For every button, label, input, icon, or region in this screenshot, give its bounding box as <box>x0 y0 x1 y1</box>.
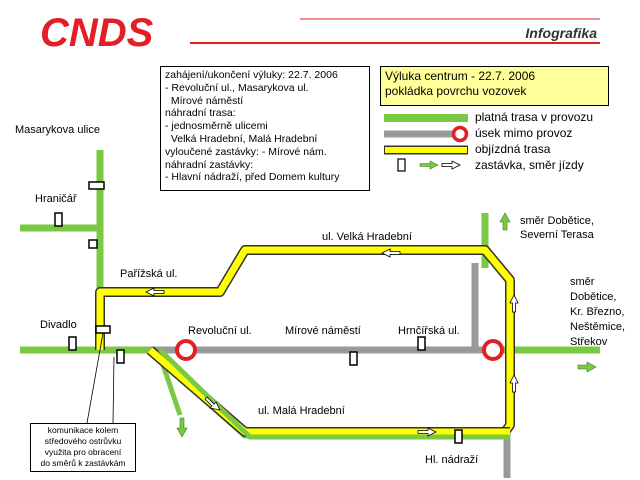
detour-fill-north <box>96 246 514 435</box>
legend-green-arrow <box>419 160 439 170</box>
cnds-logo: CNDS <box>40 11 154 55</box>
legend-white-arrow <box>441 160 461 170</box>
label-hl-nadrazi: Hl. nádraží <box>425 454 478 466</box>
detour-arrows <box>145 248 519 437</box>
label-mala: ul. Malá Hradební <box>258 405 345 417</box>
note-pointer-2 <box>112 356 115 424</box>
label-hranicar: Hraničář <box>35 193 77 205</box>
label-dir-east-5: Střekov <box>570 336 608 348</box>
label-velka: ul. Velká Hradební <box>322 231 412 243</box>
note-box: komunikace kolem středového ostrůvku vyu… <box>30 423 136 472</box>
stop-masarykova <box>88 181 105 190</box>
note-pointer-1 <box>86 332 104 424</box>
info-line: vyloučené zastávky: - Mírové nám. <box>165 145 327 158</box>
arrow-south-green <box>176 417 188 438</box>
closed-marker-revolucni <box>175 339 197 361</box>
info-line: zahájení/ukončení výluky: 22.7. 2006 <box>165 69 338 81</box>
note-line: využita pro obracení <box>44 447 122 457</box>
label-parizska: Pařížská ul. <box>120 268 177 280</box>
info-line: - jednosměrně ulicemi <box>165 120 268 133</box>
label-dir-east-3: Kr. Březno, <box>570 306 624 318</box>
arrow-velka <box>381 248 401 258</box>
stop-divadlo-2 <box>116 349 125 364</box>
arrow-mala <box>417 427 437 437</box>
note-line: komunikace kolem <box>47 425 119 435</box>
label-dir-north-2: Severní Terasa <box>520 229 595 241</box>
arrow-up-2 <box>509 374 519 393</box>
closed-marker-hrncirska <box>482 339 504 361</box>
info-line: náhradní trasa: <box>165 107 236 120</box>
header: CNDS Infografika <box>40 11 600 55</box>
info-box: zahájení/ukončení výluky: 22.7. 2006 - R… <box>160 66 370 191</box>
stop-parizska <box>95 325 111 334</box>
green-arrows <box>176 212 597 438</box>
note-line: středového ostrůvku <box>44 436 122 446</box>
arrow-up-1 <box>509 294 519 313</box>
stops <box>54 181 463 444</box>
map-labels: Masarykova ulice Hraničář Pařížská ul. D… <box>15 124 625 466</box>
arrow-east-green <box>577 361 597 373</box>
section-title: Infografika <box>525 25 597 41</box>
label-dir-north-1: směr Dobětice, <box>520 215 594 227</box>
legend-symbols <box>384 114 469 172</box>
note-line: do směrů k zastávkám <box>40 458 126 468</box>
label-dir-east-1: směr <box>570 276 595 288</box>
stop-hranicar <box>54 212 63 227</box>
info-line: - Revoluční ul., Masarykova ul. <box>165 81 309 94</box>
label-dir-east-4: Neštěmice, <box>570 321 625 333</box>
legend-stop-icon <box>397 158 406 172</box>
title-box: Výluka centrum - 22.7. 2006 pokládka pov… <box>380 66 609 106</box>
stop-hrncirska <box>417 336 426 351</box>
stop-mirove <box>349 351 358 366</box>
label-hrncirska: Hrnčířská ul. <box>398 325 460 337</box>
label-masarykova: Masarykova ulice <box>15 124 100 136</box>
legend-label-closed: úsek mimo provoz <box>475 126 573 140</box>
info-line: náhradní zastávky: <box>165 158 254 171</box>
label-mirove: Mírové náměstí <box>285 325 361 337</box>
arrow-diagonal <box>204 396 221 411</box>
title-line-2: pokládka povrchu vozovek <box>385 84 527 98</box>
info-line: Mírové náměstí <box>165 94 244 107</box>
label-divadlo: Divadlo <box>40 319 77 331</box>
arrow-parizska <box>145 287 165 297</box>
legend-closed-marker <box>451 125 469 143</box>
stop-masarykova-2 <box>88 239 98 249</box>
info-line: - Hlavní nádraží, před Domem kultury <box>165 171 340 184</box>
stop-hl-nadrazi <box>454 429 463 444</box>
legend-label-detour: objízdná trasa <box>475 142 551 156</box>
legend-label-stop: zastávka, směr jízdy <box>475 158 584 172</box>
arrow-north-green <box>499 212 511 231</box>
stop-divadlo <box>68 336 77 351</box>
legend-label-active: platná trasa v provozu <box>475 110 594 124</box>
label-dir-east-2: Dobětice, <box>570 291 616 303</box>
label-revolucni: Revoluční ul. <box>188 325 252 337</box>
green-under-mala <box>158 348 510 440</box>
info-line: Velká Hradební, Malá Hradební <box>165 132 318 145</box>
title-line-1: Výluka centrum - 22.7. 2006 <box>385 69 536 83</box>
